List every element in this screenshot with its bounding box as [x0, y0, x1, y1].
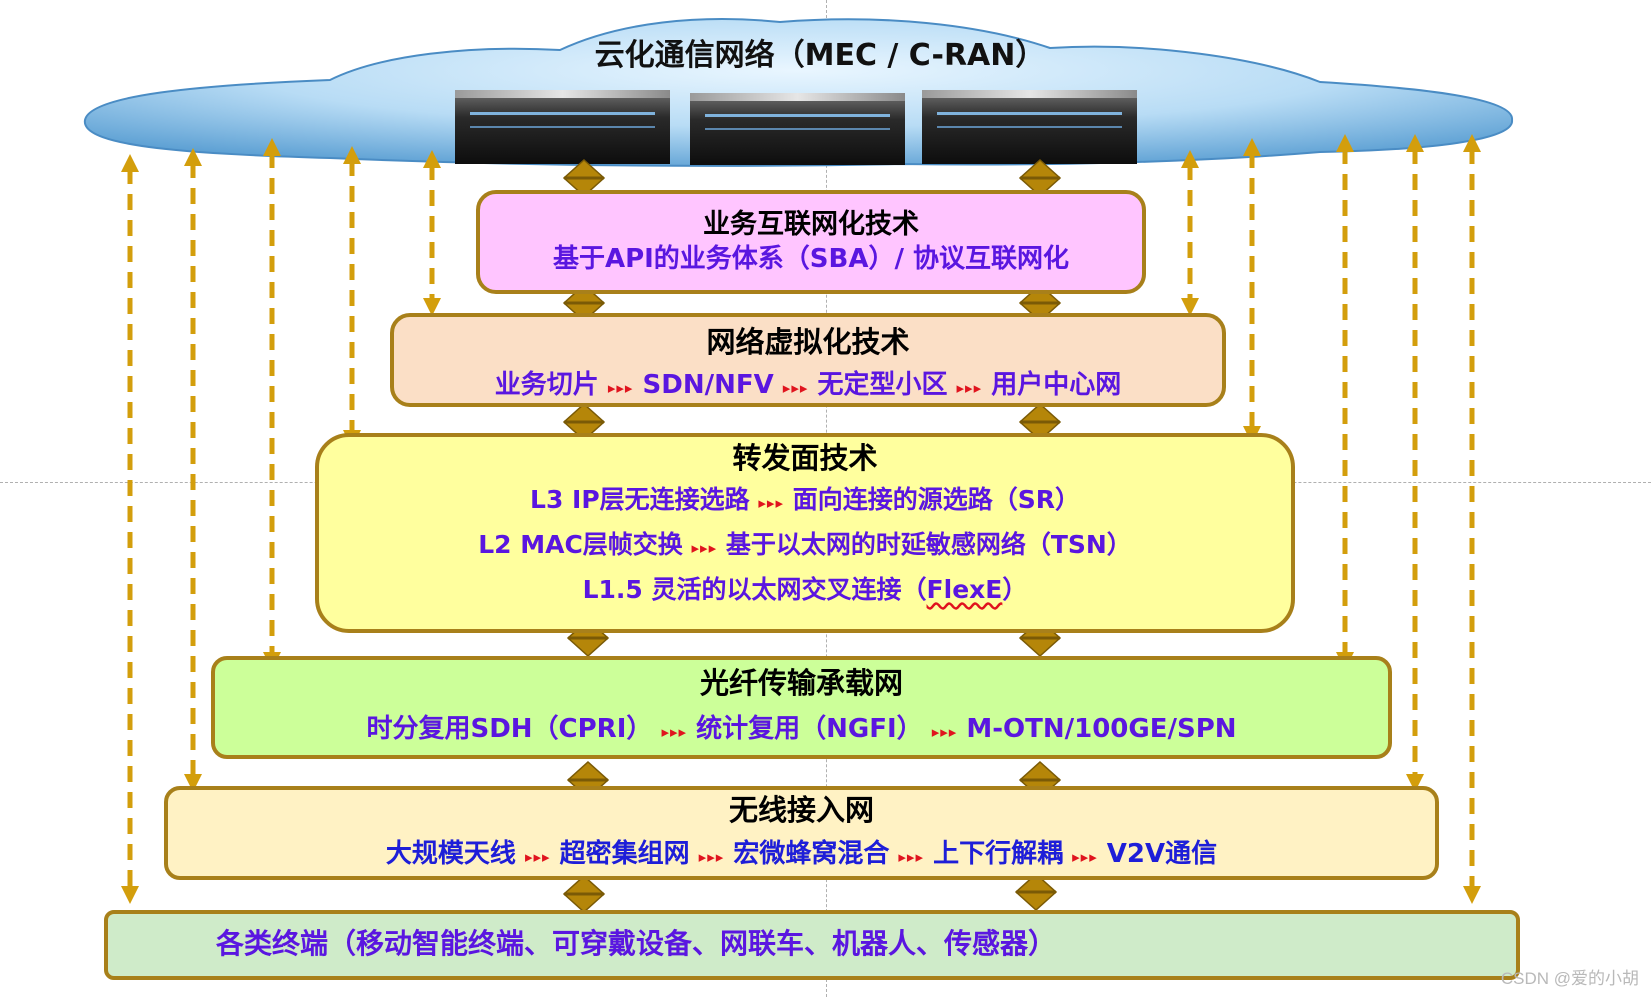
flow-separator-icon: ▸▸▸ [691, 539, 718, 557]
forwarding-layer-box: 转发面技术 L3 IP层无连接选路 ▸▸▸ 面向连接的源选路（SR） L2 MA… [315, 433, 1295, 633]
flow-item: 大规模天线 [385, 839, 516, 869]
flow-item: L2 MAC层帧交换 [478, 530, 683, 559]
virtualization-layer-line: 业务切片 ▸▸▸ SDN/NFV ▸▸▸ 无定型小区 ▸▸▸ 用户中心网 [495, 365, 1121, 408]
flow-separator-icon: ▸▸▸ [661, 723, 688, 741]
flow-separator-icon: ▸▸▸ [758, 494, 784, 512]
flow-separator-icon: ▸▸▸ [782, 379, 809, 397]
terminals-layer-box: 各类终端（移动智能终端、可穿戴设备、网联车、机器人、传感器） [104, 910, 1520, 980]
flow-separator-icon: ▸▸▸ [524, 848, 551, 866]
arrow-heads [121, 134, 1481, 904]
fiber-layer-title: 光纤传输承载网 [699, 666, 903, 700]
flow-item: 宏微蜂窝混合 [733, 839, 890, 869]
forwarding-row-l3: L3 IP层无连接选路 ▸▸▸ 面向连接的源选路（SR） [530, 479, 1080, 524]
flow-item: 基于以太网的时延敏感网络（TSN） [725, 530, 1132, 559]
flow-item: M-OTN/100GE/SPN [966, 714, 1237, 744]
service-layer-box: 业务互联网化技术 基于API的业务体系（SBA）/ 协议互联网化 [476, 190, 1146, 294]
flow-separator-icon: ▸▸▸ [698, 848, 725, 866]
flow-separator-icon: ▸▸▸ [607, 379, 634, 397]
flow-item: 时分复用SDH（CPRI） [366, 714, 653, 744]
server-icon [922, 90, 1137, 164]
flow-item: 上下行解耦 [933, 839, 1064, 869]
side-arrows [127, 148, 1475, 888]
forwarding-row-l2: L2 MAC层帧交换 ▸▸▸ 基于以太网的时延敏感网络（TSN） [478, 524, 1132, 569]
terminals-layer-line: 各类终端（移动智能终端、可穿戴设备、网联车、机器人、传感器） [216, 927, 1057, 960]
flexe-term: FlexE [926, 575, 1003, 604]
forwarding-row-l15: L1.5 灵活的以太网交叉连接（FlexE） [583, 569, 1028, 610]
flow-separator-icon: ▸▸▸ [956, 379, 983, 397]
forwarding-layer-title: 转发面技术 [732, 441, 878, 475]
virtualization-layer-box: 网络虚拟化技术 业务切片 ▸▸▸ SDN/NFV ▸▸▸ 无定型小区 ▸▸▸ 用… [390, 313, 1226, 407]
flow-item: 业务切片 [494, 370, 599, 400]
service-layer-title: 业务互联网化技术 [703, 209, 919, 240]
flow-item: 用户中心网 [991, 370, 1122, 400]
flow-item: 超密集组网 [559, 839, 690, 869]
virtualization-layer-title: 网络虚拟化技术 [706, 325, 910, 359]
wireless-layer-box: 无线接入网 大规模天线 ▸▸▸ 超密集组网 ▸▸▸ 宏微蜂窝混合 ▸▸▸ 上下行… [164, 786, 1439, 880]
cloud-title: 云化通信网络（MEC / C-RAN） [594, 38, 1046, 73]
flow-item: SDN/NFV [642, 370, 774, 400]
service-layer-line: 基于API的业务体系（SBA）/ 协议互联网化 [552, 244, 1070, 274]
server-icon [690, 93, 905, 165]
flow-item: 无定型小区 [817, 370, 948, 400]
flow-separator-icon: ▸▸▸ [931, 723, 958, 741]
server-icon [455, 90, 670, 164]
flow-item: 统计复用（NGFI） [696, 714, 923, 744]
flow-item: V2V通信 [1106, 839, 1218, 869]
flow-item: L1.5 灵活的以太网交叉连接（ [582, 575, 927, 604]
flow-item: 面向连接的源选路（SR） [792, 485, 1080, 514]
flow-separator-icon: ▸▸▸ [1072, 848, 1098, 866]
flow-item: L3 IP层无连接选路 [530, 485, 750, 514]
flow-item: ） [1002, 575, 1028, 604]
wireless-layer-line: 大规模天线 ▸▸▸ 超密集组网 ▸▸▸ 宏微蜂窝混合 ▸▸▸ 上下行解耦 ▸▸▸… [386, 834, 1217, 877]
fiber-layer-box: 光纤传输承载网 时分复用SDH（CPRI） ▸▸▸ 统计复用（NGFI） ▸▸▸… [211, 656, 1392, 759]
watermark: CSDN @爱的小胡 [1500, 969, 1639, 988]
fiber-layer-line: 时分复用SDH（CPRI） ▸▸▸ 统计复用（NGFI） ▸▸▸ M-OTN/1… [366, 708, 1236, 753]
flow-separator-icon: ▸▸▸ [898, 848, 924, 866]
cloud-shape [83, 18, 1514, 167]
wireless-layer-title: 无线接入网 [728, 793, 874, 827]
